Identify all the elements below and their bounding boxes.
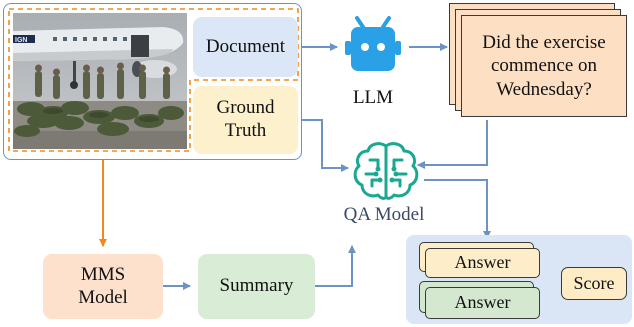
answer-bottom-box: Answer — [425, 287, 540, 319]
mms-model-box: MMS Model — [43, 254, 163, 319]
score-box: Score — [561, 267, 627, 300]
ground-truth-label: Ground Truth — [216, 97, 275, 141]
document-label: Document — [205, 35, 286, 57]
arrow-qa-to-answers — [424, 179, 491, 239]
aircraft-loading-photo: IGN — [13, 13, 187, 149]
arrow-groundtruth-to-qa — [301, 119, 349, 172]
score-label: Score — [573, 272, 615, 293]
answer-top-box: Answer — [425, 248, 540, 278]
mms-model-label: MMS Model — [78, 263, 128, 308]
answer-bottom-label: Answer — [454, 292, 511, 313]
qa-model-label: QA Model — [343, 204, 425, 225]
document-box: Document — [193, 17, 298, 77]
llm-label: LLM — [352, 87, 394, 108]
summary-box: Summary — [198, 254, 315, 319]
summary-label: Summary — [219, 275, 294, 297]
orange-dashed-outline — [8, 8, 299, 152]
brain-circuit-icon — [353, 142, 419, 200]
robot-icon — [345, 16, 401, 71]
svg-text:IGN: IGN — [15, 37, 27, 44]
arrow-question-to-qa — [417, 120, 488, 169]
question-card: Did the exercise commence on Wednesday? — [461, 15, 627, 117]
arrow-summary-to-qa — [315, 245, 356, 287]
question-text: Did the exercise commence on Wednesday? — [482, 32, 606, 100]
answer-top-label: Answer — [454, 252, 511, 273]
ground-truth-box: Ground Truth — [193, 86, 298, 154]
